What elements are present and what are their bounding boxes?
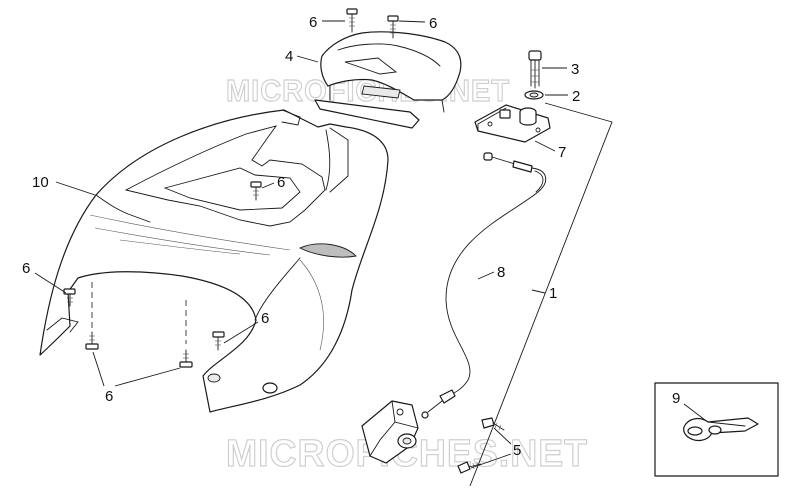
lock-plate-part — [474, 104, 551, 143]
screw-icon — [481, 417, 505, 431]
screw-icon — [250, 181, 262, 201]
callout-label: 8 — [497, 264, 505, 281]
screw-icon — [346, 8, 358, 33]
screw-icon — [387, 15, 399, 39]
callout-label: 10 — [32, 174, 49, 191]
assembly-bracket-line — [469, 102, 613, 487]
callout-label: 6 — [429, 15, 437, 32]
leader-lines — [34, 20, 706, 469]
seat-cover-part — [314, 31, 462, 129]
callout-label: 3 — [571, 61, 579, 78]
clip-detail-box — [654, 382, 779, 477]
lock-cylinder-part — [361, 400, 419, 464]
bolt-icon — [528, 50, 542, 89]
release-cable-part — [421, 152, 547, 419]
callout-labels: 6 6 4 3 2 7 10 6 8 1 6 6 6 9 5 — [22, 14, 680, 459]
callout-label: 6 — [261, 310, 269, 327]
callout-label: 5 — [513, 442, 521, 459]
callout-label: 4 — [285, 48, 293, 65]
screw-icon — [212, 331, 225, 351]
callout-label: 6 — [105, 388, 113, 405]
callout-label: 7 — [558, 144, 566, 161]
screw-icon — [179, 300, 193, 368]
callout-label: 2 — [572, 88, 580, 105]
screw-icon — [457, 461, 482, 474]
callout-label: 6 — [277, 174, 285, 191]
screw-icon — [85, 282, 99, 350]
tail-fairing-part — [39, 109, 389, 413]
callout-label: 9 — [672, 390, 680, 407]
callout-label: 6 — [309, 14, 317, 31]
callout-label: 1 — [549, 285, 557, 302]
callout-label: 6 — [22, 260, 30, 277]
washer-icon — [524, 90, 544, 100]
